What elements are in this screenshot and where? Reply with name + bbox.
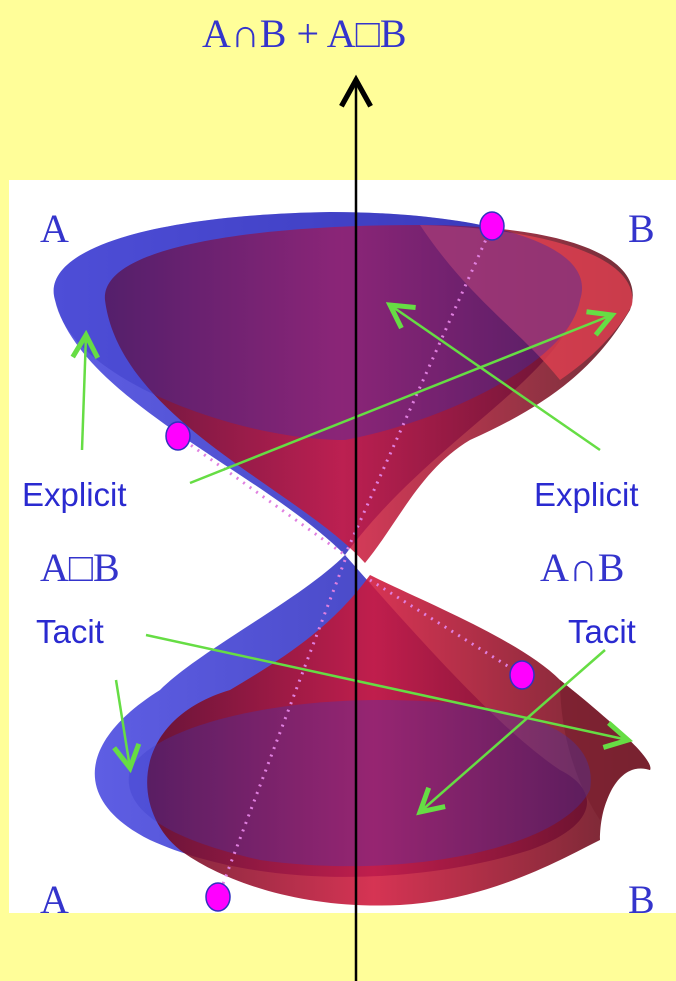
arrow-explicit-right	[390, 305, 601, 452]
label-intersection-right: A∩B	[540, 545, 625, 590]
label-b-bottom-right: B	[628, 877, 655, 922]
arrow-tacit-left-down	[116, 679, 130, 768]
label-a-top-left: A	[40, 206, 69, 251]
arrow-tacit-left-right	[145, 633, 628, 740]
marker-upper-left	[165, 421, 191, 451]
label-tacit-right: Tacit	[568, 613, 636, 650]
marker-lower-right	[509, 660, 535, 690]
label-explicit-right: Explicit	[534, 476, 639, 513]
label-union-left: A□B	[40, 545, 120, 590]
marker-bottom-left	[205, 882, 231, 912]
upper-rim	[53, 212, 583, 440]
label-explicit-left: Explicit	[22, 476, 127, 513]
arrow-explicit-left-up	[82, 335, 86, 451]
arrow-tacit-right	[420, 649, 606, 812]
upper-cone-b	[104, 225, 633, 563]
label-a-bottom-left: A	[40, 877, 69, 922]
lower-generator-line-2	[369, 578, 523, 677]
label-b-top-right: B	[628, 206, 655, 251]
marker-top-right	[479, 211, 505, 241]
arrow-explicit-left-right	[189, 315, 612, 485]
label-tacit-left: Tacit	[36, 613, 104, 650]
diagram-title: A∩B + A□B	[202, 11, 407, 56]
lower-rim	[128, 700, 591, 867]
lower-cone-b	[147, 575, 651, 906]
